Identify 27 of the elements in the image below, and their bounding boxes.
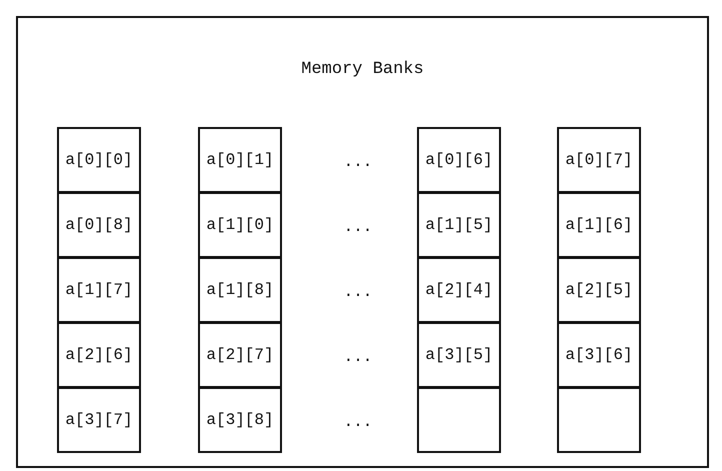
- memory-cell: a[3][6]: [557, 322, 641, 388]
- memory-cell: a[2][4]: [417, 257, 501, 323]
- empty-memory-cell: [557, 387, 641, 453]
- memory-cell: a[2][5]: [557, 257, 641, 323]
- ellipsis: ...: [342, 348, 374, 366]
- ellipsis: ...: [342, 283, 374, 301]
- ellipsis: ...: [342, 413, 374, 431]
- memory-cell: a[1][0]: [198, 192, 282, 258]
- empty-memory-cell: [417, 387, 501, 453]
- memory-cell: a[3][8]: [198, 387, 282, 453]
- memory-cell: a[0][8]: [57, 192, 141, 258]
- diagram-frame: [16, 16, 709, 468]
- memory-cell: a[2][7]: [198, 322, 282, 388]
- memory-cell: a[1][8]: [198, 257, 282, 323]
- ellipsis: ...: [342, 218, 374, 236]
- memory-cell: a[3][5]: [417, 322, 501, 388]
- memory-cell: a[1][5]: [417, 192, 501, 258]
- memory-cell: a[0][6]: [417, 127, 501, 193]
- frame-label: Memory Banks: [300, 60, 425, 79]
- memory-cell: a[0][0]: [57, 127, 141, 193]
- memory-cell: a[1][6]: [557, 192, 641, 258]
- memory-cell: a[2][6]: [57, 322, 141, 388]
- memory-cell: a[0][1]: [198, 127, 282, 193]
- memory-cell: a[1][7]: [57, 257, 141, 323]
- memory-cell: a[0][7]: [557, 127, 641, 193]
- memory-cell: a[3][7]: [57, 387, 141, 453]
- ellipsis: ...: [342, 153, 374, 171]
